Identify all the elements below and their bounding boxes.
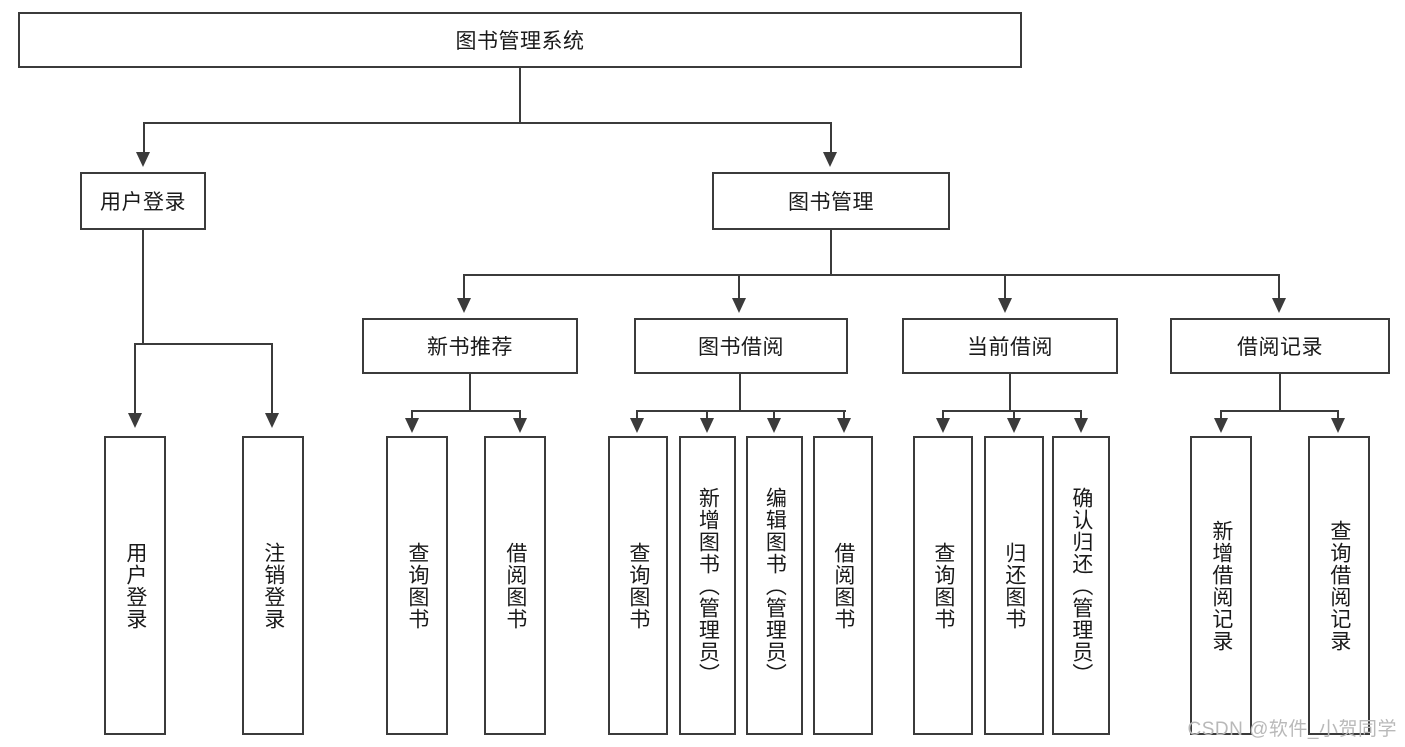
arrowhead-icon	[265, 413, 279, 428]
arrowhead-icon	[837, 418, 851, 433]
connector-book-borrow-child-1	[636, 410, 638, 422]
connector-to-book-borrow	[738, 274, 740, 300]
leaf-query-borrow-record[interactable]: 查询借阅记录	[1308, 436, 1370, 735]
arrowhead-icon	[823, 152, 837, 167]
node-label: 图书管理系统	[455, 30, 585, 53]
node-label: 注销登录	[261, 541, 285, 630]
node-label: 用户登录	[123, 541, 147, 630]
leaf-borrow-book-new[interactable]: 借阅图书	[484, 436, 546, 735]
node-borrow-record[interactable]: 借阅记录	[1170, 318, 1390, 374]
arrowhead-icon	[630, 418, 644, 433]
arrowhead-icon	[1331, 418, 1345, 433]
node-label: 查询图书	[931, 541, 955, 630]
connector-book-mgmt-stem	[830, 230, 832, 274]
connector-new-book-bus	[411, 410, 521, 412]
node-current-borrow[interactable]: 当前借阅	[902, 318, 1118, 374]
leaf-query-book-new[interactable]: 查询图书	[386, 436, 448, 735]
arrowhead-icon	[457, 298, 471, 313]
node-new-book-recommend[interactable]: 新书推荐	[362, 318, 578, 374]
arrowhead-icon	[998, 298, 1012, 313]
connector-new-book-stem	[469, 374, 471, 410]
leaf-user-login[interactable]: 用户登录	[104, 436, 166, 735]
leaf-edit-book-admin[interactable]: 编辑图书（管理员）	[746, 436, 803, 735]
connector-to-book-mgmt	[830, 122, 832, 152]
connector-current-borrow-bus	[942, 410, 1081, 412]
connector-user-login-bus	[134, 343, 273, 345]
connector-to-user-login	[143, 122, 145, 152]
arrowhead-icon	[1272, 298, 1286, 313]
arrowhead-icon	[128, 413, 142, 428]
connector-borrow-record-bus	[1220, 410, 1339, 412]
node-book-management[interactable]: 图书管理	[712, 172, 950, 230]
arrowhead-icon	[513, 418, 527, 433]
node-label: 图书管理	[788, 191, 874, 214]
node-label: 确认归还（管理员）	[1069, 486, 1093, 685]
node-label: 查询借阅记录	[1327, 519, 1351, 652]
node-label: 借阅记录	[1237, 336, 1323, 359]
leaf-add-book-admin[interactable]: 新增图书（管理员）	[679, 436, 736, 735]
node-label: 借阅图书	[831, 541, 855, 630]
arrowhead-icon	[136, 152, 150, 167]
connector-user-login-child-1	[134, 343, 136, 418]
arrowhead-icon	[732, 298, 746, 313]
connector-borrow-record-stem	[1279, 374, 1281, 410]
connector-user-login-stem	[142, 230, 144, 343]
leaf-query-book-borrow[interactable]: 查询图书	[608, 436, 668, 735]
connector-book-mgmt-bus	[463, 274, 1280, 276]
leaf-logout[interactable]: 注销登录	[242, 436, 304, 735]
connector-current-borrow-child-1	[942, 410, 944, 422]
leaf-add-borrow-record[interactable]: 新增借阅记录	[1190, 436, 1252, 735]
connector-current-borrow-child-2	[1013, 410, 1015, 422]
node-label: 图书借阅	[698, 336, 784, 359]
node-label: 编辑图书（管理员）	[763, 486, 787, 685]
connector-current-borrow-child-3	[1080, 410, 1082, 422]
connector-book-borrow-child-4	[843, 410, 845, 422]
node-label: 新增借阅记录	[1209, 519, 1233, 652]
leaf-confirm-return-admin[interactable]: 确认归还（管理员）	[1052, 436, 1110, 735]
connector-new-book-child-2	[519, 410, 521, 422]
arrowhead-icon	[936, 418, 950, 433]
arrowhead-icon	[700, 418, 714, 433]
arrowhead-icon	[405, 418, 419, 433]
connector-book-borrow-stem	[739, 374, 741, 410]
connector-current-borrow-stem	[1009, 374, 1011, 410]
arrowhead-icon	[767, 418, 781, 433]
leaf-query-book-current[interactable]: 查询图书	[913, 436, 973, 735]
node-label: 新书推荐	[427, 336, 513, 359]
connector-book-borrow-child-2	[706, 410, 708, 422]
connector-borrow-record-child-1	[1220, 410, 1222, 422]
node-user-login[interactable]: 用户登录	[80, 172, 206, 230]
connector-book-borrow-child-3	[773, 410, 775, 422]
connector-book-borrow-bus	[636, 410, 846, 412]
connector-to-new-book	[463, 274, 465, 300]
connector-to-current-borrow	[1004, 274, 1006, 300]
connector-user-login-child-2	[271, 343, 273, 418]
node-book-borrow[interactable]: 图书借阅	[634, 318, 848, 374]
node-root-system[interactable]: 图书管理系统	[18, 12, 1022, 68]
leaf-return-book[interactable]: 归还图书	[984, 436, 1044, 735]
connector-to-borrow-record	[1278, 274, 1280, 300]
connector-root-bus	[143, 122, 831, 124]
node-label: 当前借阅	[967, 336, 1053, 359]
node-label: 查询图书	[405, 541, 429, 630]
connector-new-book-child-1	[411, 410, 413, 422]
node-label: 查询图书	[626, 541, 650, 630]
node-label: 用户登录	[100, 191, 186, 214]
connector-root-stem	[519, 68, 521, 122]
connector-borrow-record-child-2	[1337, 410, 1339, 422]
node-label: 归还图书	[1002, 541, 1026, 630]
node-label: 新增图书（管理员）	[696, 486, 720, 685]
watermark: CSDN @软件_小贺同学	[1187, 719, 1397, 740]
leaf-borrow-book[interactable]: 借阅图书	[813, 436, 873, 735]
arrowhead-icon	[1214, 418, 1228, 433]
arrowhead-icon	[1007, 418, 1021, 433]
arrowhead-icon	[1074, 418, 1088, 433]
node-label: 借阅图书	[503, 541, 527, 630]
